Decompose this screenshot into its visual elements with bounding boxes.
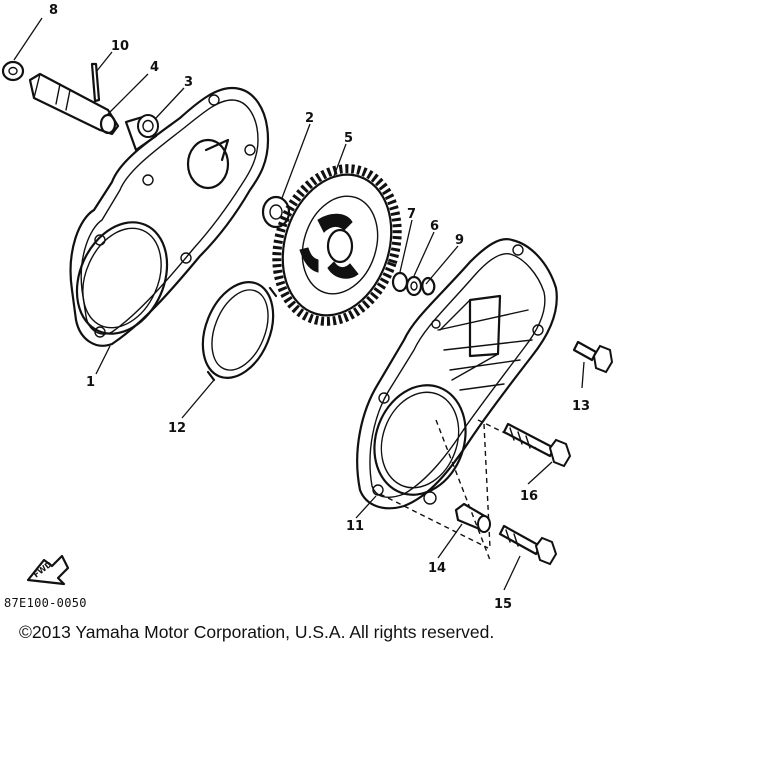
part-7-washer bbox=[391, 271, 409, 293]
part-10-pin bbox=[90, 62, 101, 103]
callout-2: 2 bbox=[305, 111, 314, 126]
part-8-washer bbox=[1, 60, 25, 82]
part-16-bolt bbox=[502, 422, 572, 468]
part-3-bushing bbox=[124, 114, 159, 152]
callout-10: 10 bbox=[111, 39, 129, 54]
callout-13: 13 bbox=[572, 399, 590, 414]
part-14-dowel bbox=[454, 502, 491, 533]
copyright-notice: ©2013 Yamaha Motor Corporation, U.S.A. A… bbox=[19, 622, 495, 642]
callout-numbers: 8 10 4 3 1 2 5 7 6 9 12 11 13 16 14 15 bbox=[49, 3, 590, 612]
leader-lines bbox=[13, 17, 585, 591]
callout-15: 15 bbox=[494, 597, 512, 612]
callout-12: 12 bbox=[168, 421, 186, 436]
callout-16: 16 bbox=[520, 489, 538, 504]
callout-3: 3 bbox=[184, 75, 193, 90]
callout-9: 9 bbox=[455, 233, 464, 248]
callout-6: 6 bbox=[430, 219, 439, 234]
fwd-arrow-icon: FWD bbox=[26, 554, 70, 586]
part-5-gear bbox=[272, 164, 402, 326]
diagram-code: 87E100-0050 bbox=[4, 596, 87, 610]
part-6-washer bbox=[405, 275, 423, 297]
callout-14: 14 bbox=[428, 561, 446, 576]
callout-5: 5 bbox=[344, 131, 353, 146]
part-2-washer bbox=[261, 195, 291, 229]
callout-1: 1 bbox=[86, 375, 95, 390]
callout-8: 8 bbox=[49, 3, 58, 18]
callout-7: 7 bbox=[407, 207, 416, 222]
part-1-inner-cover bbox=[69, 86, 270, 347]
part-12-seal-ring bbox=[201, 281, 278, 382]
part-13-bolt bbox=[572, 340, 614, 374]
part-15-bolt bbox=[498, 524, 558, 566]
part-11-outer-cover bbox=[356, 238, 558, 561]
callout-11: 11 bbox=[346, 519, 364, 534]
part-4-shaft bbox=[28, 72, 120, 136]
callout-4: 4 bbox=[150, 60, 159, 75]
part-9-circlip bbox=[421, 277, 436, 296]
